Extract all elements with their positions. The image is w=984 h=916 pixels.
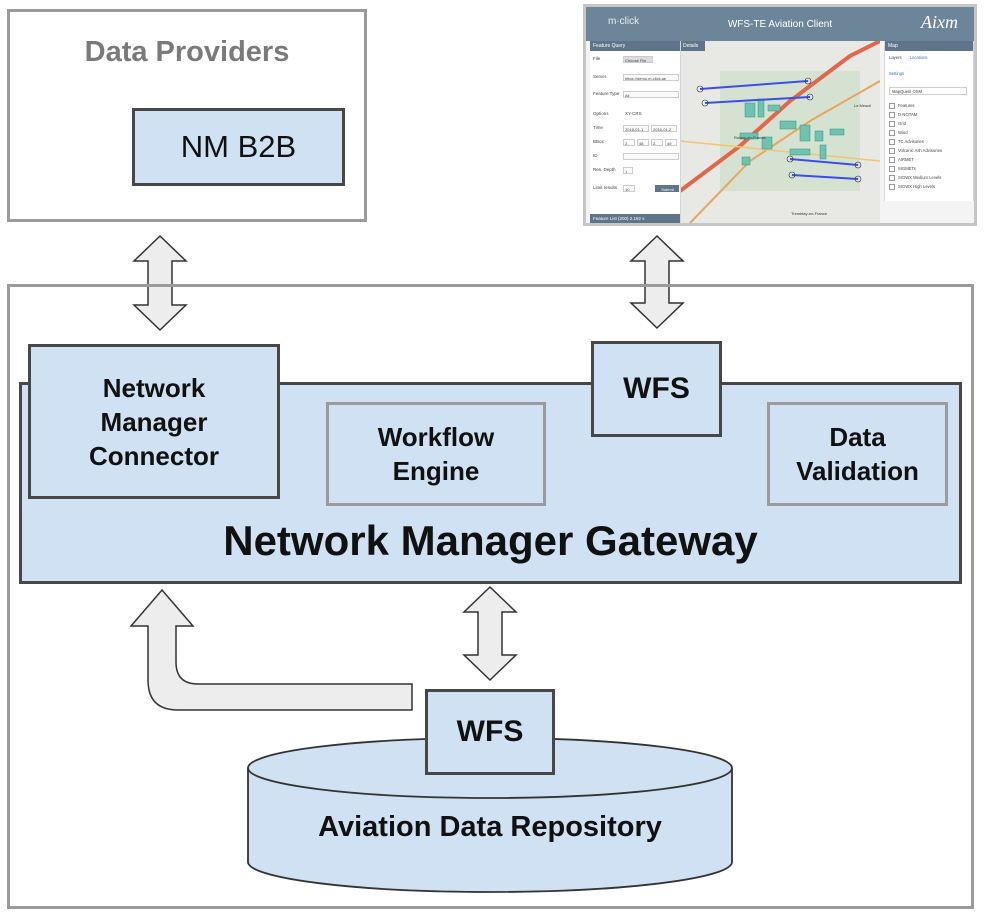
- gateway-title: Network Manager Gateway: [223, 517, 758, 564]
- res-depth-label: Res. Depth: [593, 167, 616, 172]
- layer-item[interactable]: SIGMETs: [889, 166, 916, 172]
- layer-item[interactable]: Features: [889, 103, 915, 109]
- id-label: ID: [593, 153, 598, 158]
- settings-link[interactable]: Settings: [889, 71, 905, 76]
- layer-label: Features: [898, 103, 915, 109]
- client-header: [586, 7, 974, 41]
- client-screenshot: m·click WFS-TE Aviation Client Aixm: [583, 4, 977, 226]
- checkbox-icon: [889, 148, 895, 154]
- basemap-select[interactable]: MapQuest OSM: [889, 87, 967, 95]
- repository-wfs-box: WFS: [425, 689, 555, 775]
- feature-type-select[interactable]: All: [623, 91, 679, 98]
- time-label: Time: [593, 125, 603, 130]
- bbox-input-1[interactable]: 2.: [623, 139, 635, 146]
- tab-layers[interactable]: Layers: [889, 55, 902, 60]
- tab-locations[interactable]: Locations: [909, 55, 928, 60]
- data-validation: Data Validation: [767, 402, 948, 506]
- map-place-3: Le Mesnil: [854, 103, 872, 108]
- layer-item[interactable]: TC Advisories: [889, 139, 924, 145]
- details-header: Details: [680, 41, 705, 51]
- layer-label: AIRMET: [898, 157, 914, 163]
- workflow-engine: Workflow Engine: [326, 402, 546, 506]
- client-wfs-arrow: [629, 234, 685, 330]
- bbox-input-4[interactable]: 49: [665, 139, 677, 146]
- checkbox-icon: [889, 175, 895, 181]
- limit-label: Limit results: [593, 185, 618, 190]
- layer-label: Wind: [898, 130, 908, 136]
- layer-label: SIGMETs: [898, 166, 916, 172]
- layer-label: SIGWX Medium Levels: [898, 175, 942, 181]
- checkbox-icon: [889, 139, 895, 145]
- provider-connector-arrow: [132, 234, 188, 332]
- layer-item[interactable]: Grid: [889, 121, 906, 127]
- layer-item[interactable]: Volcanic Ash Advisories: [889, 148, 942, 154]
- layer-item[interactable]: Wind: [889, 130, 908, 136]
- layer-item[interactable]: AIRMET: [889, 157, 914, 163]
- repository-cylinder: [247, 768, 733, 893]
- nm-b2b-box: NM B2B: [132, 108, 345, 186]
- submit-button[interactable]: Submit: [655, 185, 679, 192]
- wfs-top-box: WFS: [591, 341, 722, 437]
- client-title: WFS-TE Aviation Client: [727, 18, 833, 30]
- data-providers-title: Data Providers: [84, 35, 290, 68]
- options-value[interactable]: XY-CRS: [625, 111, 642, 116]
- feature-type-label: Feature Type: [593, 91, 620, 96]
- system-boundary: [7, 284, 974, 909]
- checkbox-icon: [889, 112, 895, 118]
- client-map: [680, 41, 880, 223]
- data-providers-box: Data Providers NM B2B: [7, 9, 367, 222]
- bbox-input-2[interactable]: 48: [637, 139, 649, 146]
- choose-file-button[interactable]: Choose File: [623, 56, 653, 63]
- layer-label: Volcanic Ash Advisories: [898, 148, 942, 154]
- layer-label: D-NOTAM: [898, 112, 918, 118]
- checkbox-icon: [889, 103, 895, 109]
- checkbox-icon: [889, 157, 895, 163]
- checkbox-icon: [889, 184, 895, 190]
- server-select[interactable]: https://demo.m-click.ae: [623, 74, 679, 81]
- checkbox-icon: [889, 166, 895, 172]
- limit-input[interactable]: 10: [623, 185, 635, 192]
- time-from-input[interactable]: 2016-01-1: [623, 125, 649, 132]
- gateway-repository-arrow: [462, 585, 518, 682]
- layer-item[interactable]: D-NOTAM: [889, 112, 917, 118]
- bbox-input-3[interactable]: 2.: [651, 139, 663, 146]
- layer-item[interactable]: SIGWX High Levels: [889, 184, 935, 190]
- feature-query-panel: Feature Query File Choose File Server http…: [590, 41, 681, 223]
- feature-list-bar[interactable]: Feature List (200) 2.182 s: [590, 214, 680, 223]
- res-depth-input[interactable]: 1: [623, 167, 633, 174]
- feature-query-header: Feature Query: [590, 41, 680, 51]
- checkbox-icon: [889, 130, 895, 136]
- repository-to-connector-arrow: [129, 588, 413, 711]
- file-label: File: [593, 56, 601, 61]
- layer-label: Grid: [898, 121, 906, 127]
- options-label: Options: [593, 111, 609, 116]
- aixm-logo: Aixm: [921, 12, 958, 32]
- checkbox-icon: [889, 121, 895, 127]
- layer-label: TC Advisories: [898, 139, 924, 145]
- client-brand: m·click: [608, 16, 640, 27]
- network-manager-connector: Network Manager Connector: [28, 344, 280, 499]
- id-input[interactable]: [623, 153, 679, 160]
- repository-title: Aviation Data Repository: [318, 810, 662, 843]
- map-panel: Map Layers Locations Settings MapQuest OS…: [884, 41, 974, 201]
- time-to-input[interactable]: 2016-01-2: [651, 125, 677, 132]
- map-place-1: Roissy-en-France: [734, 135, 766, 140]
- server-label: Server: [593, 74, 607, 79]
- bbox-label: BBox: [593, 139, 604, 144]
- map-header: Map: [885, 41, 973, 51]
- layer-label: SIGWX High Levels: [898, 184, 936, 190]
- map-place-2: Tremblay-en-France: [791, 211, 828, 216]
- layer-item[interactable]: SIGWX Medium Levels: [889, 175, 941, 181]
